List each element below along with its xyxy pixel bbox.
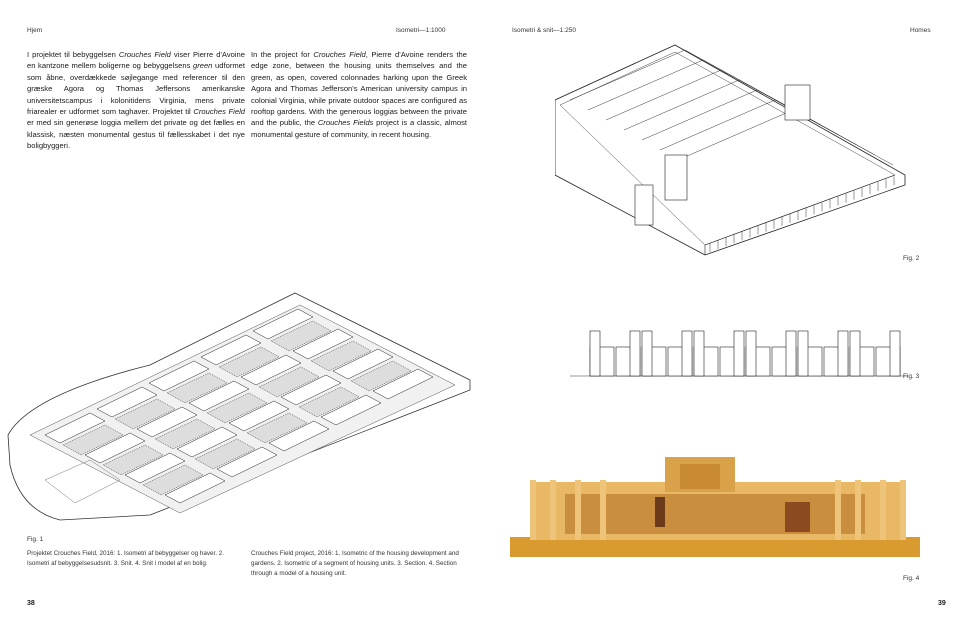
housing-block	[148, 360, 210, 392]
housing-block	[292, 328, 354, 360]
garden	[310, 340, 372, 372]
model-column	[835, 480, 841, 540]
fig-4-label: Fig. 4	[903, 575, 920, 582]
text-run: viser Pierre d'Avoine en kantzone mellem…	[27, 50, 245, 71]
housing-block	[136, 406, 198, 438]
term-green: green	[192, 61, 213, 71]
housing-block	[176, 426, 238, 458]
garden	[194, 438, 256, 470]
running-head-right-page: Isometri & snit—1:250	[512, 27, 576, 34]
garden	[270, 320, 332, 352]
caption-danish: Projektet Crouches Field, 2016: 1. Isome…	[27, 550, 225, 567]
section-tower	[693, 330, 705, 377]
project-name: Crouches Fields	[317, 118, 374, 128]
section-tower	[849, 330, 861, 377]
housing-block	[44, 412, 106, 444]
garden	[206, 392, 268, 424]
housing-block	[84, 432, 146, 464]
segment-isometric-drawing	[555, 44, 906, 256]
section-drawing	[570, 330, 908, 377]
fig-2-label: Fig. 2	[903, 255, 920, 262]
model-column	[550, 480, 556, 540]
text-run: project is a classic, almost monumental …	[251, 118, 467, 139]
section-tower	[837, 330, 849, 377]
site-isometric-drawing	[7, 292, 471, 521]
body-text-danish: I projektet til bebyggelsen Crouches Fie…	[27, 49, 245, 152]
text-run: er med sin generøse loggia mellem det pr…	[27, 118, 245, 151]
model-column	[900, 480, 906, 540]
housing-block	[268, 420, 330, 452]
housing-block	[372, 368, 434, 400]
housing-block	[216, 446, 278, 478]
garden	[298, 386, 360, 418]
garden	[166, 372, 228, 404]
section-tower	[733, 330, 745, 377]
section-tower	[629, 330, 641, 377]
text-run: , Pierre d'Avoine renders the edge zone,…	[251, 50, 468, 128]
text-run: udformet som åbne, overdækkede søjlegang…	[27, 61, 246, 117]
model-column	[880, 480, 886, 540]
garden	[258, 366, 320, 398]
section-tower	[681, 330, 693, 377]
fig-3-label: Fig. 3	[903, 373, 920, 380]
model-column	[855, 480, 861, 540]
model-column	[530, 480, 536, 540]
housing-block	[96, 386, 158, 418]
running-head-scale: Isometri—1:1000	[396, 27, 446, 34]
housing-block	[240, 354, 302, 386]
housing-block	[200, 334, 262, 366]
section-tower	[641, 330, 653, 377]
housing-block	[228, 400, 290, 432]
garden	[218, 346, 280, 378]
garden	[350, 360, 412, 392]
project-name: Crouches Field	[193, 107, 245, 117]
model-column	[575, 480, 581, 540]
fig-1-label: Fig. 1	[27, 536, 44, 543]
text-run: In the project for	[251, 50, 314, 59]
model-column	[600, 480, 606, 540]
garden	[102, 444, 164, 476]
garden	[62, 424, 124, 456]
housing-block	[332, 348, 394, 380]
running-head-homes: Homes	[910, 27, 931, 34]
housing-block	[280, 374, 342, 406]
running-head-left: Hjem	[27, 27, 43, 34]
garden	[246, 412, 308, 444]
garden	[142, 464, 204, 496]
section-tower	[797, 330, 809, 377]
text-run: I projektet til bebyggelsen	[27, 50, 119, 59]
housing-block	[164, 472, 226, 504]
page-number-left: 38	[27, 600, 35, 607]
garden	[154, 418, 216, 450]
section-tower	[745, 330, 757, 377]
garden	[114, 398, 176, 430]
section-tower	[889, 330, 901, 377]
project-name: Crouches Field	[313, 50, 366, 59]
housing-block	[188, 380, 250, 412]
housing-block	[320, 394, 382, 426]
caption-english: Crouches Field project, 2016: 1. Isometr…	[251, 550, 459, 577]
section-tower	[785, 330, 797, 377]
project-name: Crouches Field	[118, 50, 171, 59]
model-photo	[505, 452, 925, 560]
housing-block	[124, 452, 186, 484]
body-text-english: In the project for Crouches Field, Pierr…	[251, 49, 467, 140]
section-tower	[589, 330, 601, 377]
page-number-right: 39	[938, 600, 946, 607]
housing-block	[252, 308, 314, 340]
